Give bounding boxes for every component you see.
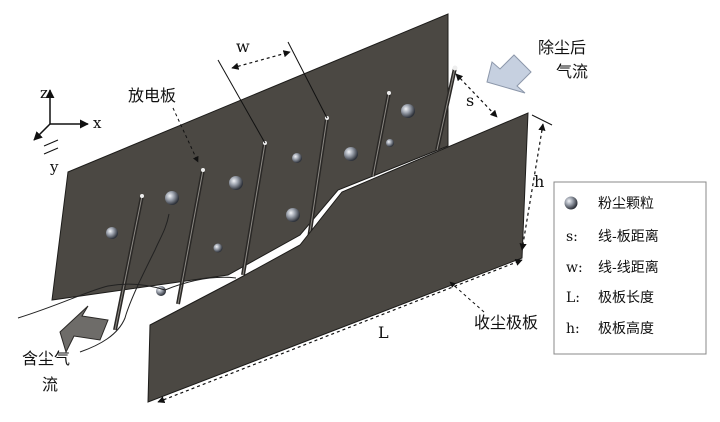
legend-key-L: L: <box>566 290 580 306</box>
clean-gas-label-2: 气流 <box>556 62 588 81</box>
legend-box <box>553 181 707 355</box>
legend: 粉尘颗粒 s: 线-板距离 w: 线-线距离 L: 极板长度 h: 极板高度 <box>553 181 707 355</box>
legend-item-w: 线-线距离 <box>598 259 659 276</box>
legend-item-h: 极板高度 <box>598 320 654 337</box>
w-label: w <box>236 37 250 56</box>
legend-item-L: 极板长度 <box>598 290 654 306</box>
axis-y-label: y <box>49 158 59 176</box>
coordinate-axes: z x y <box>33 84 102 176</box>
legend-item-s: 线-板距离 <box>598 228 659 245</box>
w-dimension: w <box>217 37 328 144</box>
discharge-electrode-leader <box>172 107 199 163</box>
legend-key-w: w: <box>566 260 583 276</box>
clean-gas-label-1: 除尘后 <box>538 38 586 57</box>
discharge-electrode-label: 放电板 <box>128 86 176 105</box>
dusty-gas-label-2: 流 <box>42 375 58 394</box>
back-collecting-plate <box>51 13 449 301</box>
h-dimension: h <box>519 114 553 251</box>
L-dimension: L <box>157 259 523 403</box>
inlet-arrow <box>59 305 109 354</box>
dust-particles <box>106 104 415 296</box>
collecting-plate-label: 收尘极板 <box>474 313 538 332</box>
dusty-gas-label-1: 含尘气 <box>22 349 70 368</box>
s-dimension: s <box>455 73 498 118</box>
legend-key-h: h: <box>566 321 580 337</box>
collecting-plate-leader <box>449 281 485 313</box>
L-label: L <box>378 323 389 342</box>
legend-key-s: s: <box>566 229 578 245</box>
h-label: h <box>534 172 544 191</box>
axis-z-label: z <box>40 84 48 102</box>
axis-x-label: x <box>93 114 102 132</box>
legend-particle-symbol <box>564 196 578 210</box>
discharge-wires <box>113 65 458 331</box>
s-label: s <box>466 91 474 110</box>
outlet-arrow <box>486 54 532 94</box>
legend-item-particle: 粉尘颗粒 <box>598 196 654 212</box>
